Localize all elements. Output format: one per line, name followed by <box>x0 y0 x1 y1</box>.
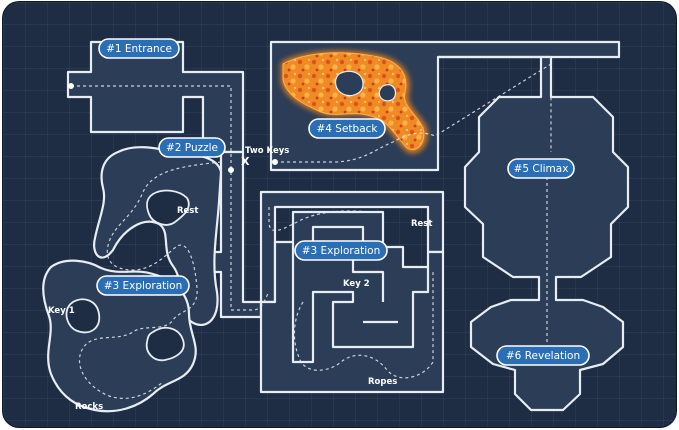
rock-mid <box>145 326 185 362</box>
door-dot <box>228 167 234 173</box>
label-revelation: #6 Revelation <box>506 350 580 362</box>
note-rest-left: Rest <box>177 206 198 216</box>
path-labyrinth <box>268 207 434 379</box>
path-entrance-to-puzzle <box>71 85 232 170</box>
rock-upper <box>146 189 190 226</box>
labyrinth-inner-walls <box>291 225 430 364</box>
door-dot <box>68 83 74 89</box>
pill-puzzle <box>158 137 226 158</box>
pill-exploration-center <box>294 240 388 261</box>
path-left-cave <box>78 161 222 399</box>
pill-revelation <box>496 345 590 366</box>
label-puzzle: #2 Puzzle <box>166 142 218 154</box>
note-rest-right: Rest <box>411 219 432 229</box>
label-exploration-center: #3 Exploration <box>302 245 381 257</box>
label-setback: #4 Setback <box>316 123 378 135</box>
note-ropes: Ropes <box>368 377 397 387</box>
label-entrance: #1 Entrance <box>106 43 172 55</box>
door-mark: X <box>241 155 250 168</box>
lava-pool <box>281 50 428 154</box>
note-key-1: Key 1 <box>48 306 75 316</box>
label-exploration-left: #3 Exploration <box>104 280 183 292</box>
note-rocks: Rocks <box>75 402 103 412</box>
map-canvas: #1 Entrance #2 Puzzle #3 Exploration #3 … <box>42 38 630 413</box>
dungeon-map: #1 Entrance #2 Puzzle #3 Exploration #3 … <box>3 2 676 427</box>
note-two-keys: Two Keys <box>245 146 289 156</box>
rock-left <box>65 298 101 334</box>
cave-upper-left <box>93 146 223 326</box>
note-key-2: Key 2 <box>343 279 370 289</box>
path-puzzle-to-exploration <box>230 172 270 311</box>
pill-entrance <box>98 38 180 59</box>
pill-setback <box>308 118 386 139</box>
label-climax: #5 Climax <box>514 163 569 175</box>
pill-climax <box>507 158 575 179</box>
path-setback-to-climax <box>275 62 552 163</box>
door-dot <box>272 159 278 165</box>
room-entrance <box>66 40 245 154</box>
pill-exploration-left <box>96 275 190 296</box>
